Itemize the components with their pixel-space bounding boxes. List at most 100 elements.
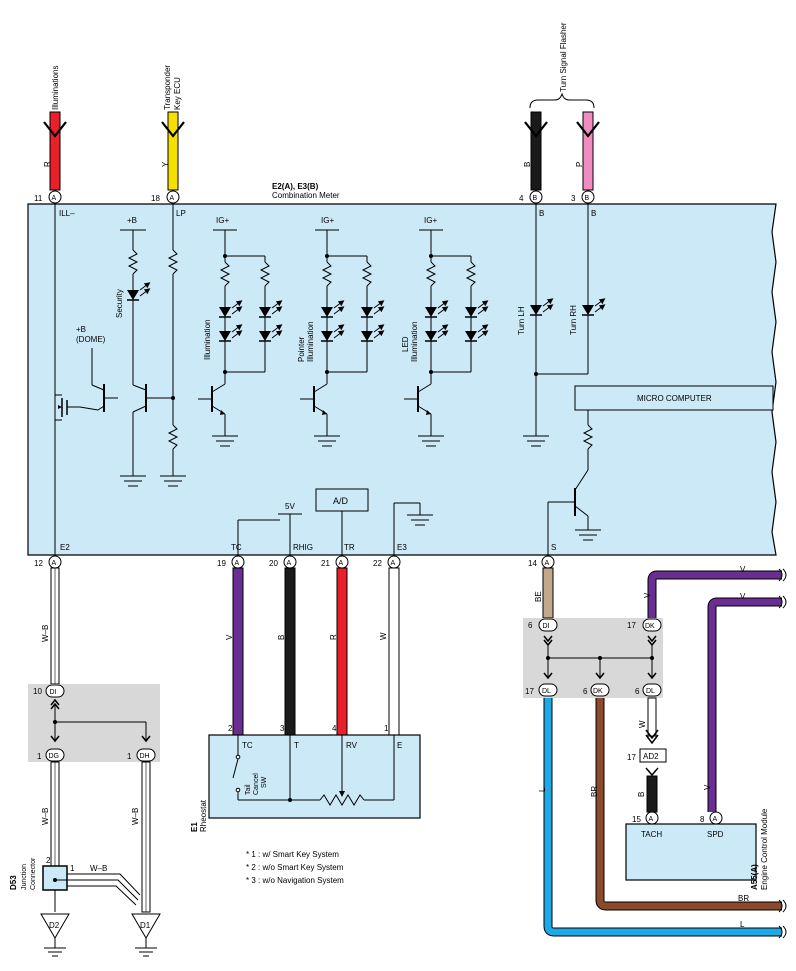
svg-text:A: A [391, 560, 396, 567]
svg-text:P: P [575, 162, 584, 167]
pin-18: 18 [151, 194, 160, 203]
svg-text:Cancel: Cancel [253, 773, 260, 795]
svg-text:Tail: Tail [245, 784, 252, 795]
svg-text:1: 1 [70, 864, 75, 873]
svg-text:BE: BE [534, 591, 543, 602]
svg-text:RV: RV [346, 741, 358, 750]
svg-text:6: 6 [528, 621, 533, 630]
svg-text:A: A [235, 560, 240, 567]
led-group-pointer [300, 229, 385, 447]
rheostat: TC T RV E Tail Cancel SW E1 Rheostat [190, 734, 421, 832]
key-ecu-label: Key ECU [173, 77, 182, 110]
svg-text:6: 6 [583, 687, 588, 696]
svg-text:A: A [713, 816, 718, 823]
junction-left: 10 DI 1 DG 1 DH [28, 684, 160, 762]
svg-text:V: V [740, 565, 746, 574]
svg-text:19: 19 [217, 559, 226, 568]
wire-code-y: Y [161, 161, 170, 167]
svg-text:2: 2 [46, 856, 51, 865]
svg-text:D1: D1 [140, 921, 151, 930]
svg-text:A: A [170, 195, 175, 202]
svg-text:B: B [533, 195, 538, 202]
svg-text:10: 10 [33, 687, 42, 696]
turn-signal-flasher-bracket: Turn Signal Flasher [529, 22, 595, 109]
svg-text:TACH: TACH [641, 830, 662, 839]
led-group-led [404, 229, 489, 447]
transponder-label: Transponder [163, 65, 172, 110]
svg-text:Junction: Junction [21, 864, 28, 890]
svg-text:2: 2 [228, 724, 233, 733]
pin-11: 11 [34, 194, 43, 203]
wire-code-r: R [43, 161, 52, 167]
svg-text:DI: DI [543, 623, 550, 630]
footnotes: * 1 : w/ Smart Key System * 2 : w/o Smar… [246, 850, 344, 885]
svg-text:5V: 5V [285, 502, 295, 511]
svg-text:Security: Security [115, 289, 124, 318]
junction-right: 6 DI 17 DK 17 DL 6 DK 6 DL [523, 618, 663, 698]
svg-text:W–B: W–B [131, 808, 140, 825]
svg-text:B: B [591, 209, 596, 218]
svg-text:DH: DH [140, 753, 150, 760]
ad-label: A/D [333, 496, 349, 506]
svg-text:DL: DL [646, 688, 655, 695]
ground-d1: D1 [131, 913, 161, 957]
top-wire-p: P 3 B [571, 111, 600, 204]
ground-d2: D2 [40, 913, 70, 957]
svg-text:A55(A): A55(A) [750, 864, 759, 890]
wire-be: BE [534, 567, 554, 619]
svg-text:A: A [52, 560, 57, 567]
svg-text:B: B [585, 195, 590, 202]
svg-text:IG+: IG+ [216, 216, 229, 225]
combination-meter: E2(A), E3(B) Combination Meter ILL– LP B… [27, 182, 777, 557]
svg-text:Rheostat: Rheostat [199, 799, 208, 832]
svg-text:21: 21 [321, 559, 330, 568]
svg-text:B: B [523, 162, 532, 167]
svg-text:E1: E1 [190, 822, 199, 832]
wire-e2-wb: W–B [41, 567, 60, 685]
conn-a-11: A [52, 195, 57, 202]
top-wire-transponder: Transponder Key ECU Y 18 A [151, 65, 185, 204]
svg-text:B: B [539, 209, 544, 218]
svg-text:(DOME): (DOME) [76, 335, 106, 344]
svg-text:+B: +B [127, 216, 137, 225]
wire-br: BR BR [590, 698, 787, 913]
svg-text:Illumination: Illumination [306, 322, 315, 362]
d53-junction-connector: D53 Junction Connector 2 [9, 856, 68, 912]
svg-text:BR: BR [590, 786, 599, 797]
svg-text:V: V [225, 634, 234, 640]
svg-text:1: 1 [384, 724, 389, 733]
svg-text:B: B [637, 792, 646, 797]
turn-signal-flasher-label: Turn Signal Flasher [559, 22, 568, 92]
led-group-illumination [198, 229, 283, 447]
svg-text:Turn LH: Turn LH [517, 306, 526, 335]
illuminations-label: Illuminations [51, 66, 60, 110]
svg-text:6: 6 [635, 687, 640, 696]
svg-text:DL: DL [542, 688, 551, 695]
meter-code: E2(A), E3(B) [272, 182, 319, 191]
svg-text:22: 22 [373, 559, 382, 568]
wire-w-ad2: W 17 AD2 B [627, 697, 667, 813]
svg-text:BR: BR [738, 894, 749, 903]
svg-text:V: V [703, 784, 712, 790]
svg-text:ILL–: ILL– [59, 209, 75, 218]
wires-to-grounds: W–B W–B W–B 1 [41, 761, 151, 913]
top-wire-b: B 4 B [519, 111, 548, 204]
svg-text:TC: TC [242, 741, 253, 750]
svg-text:AD2: AD2 [643, 752, 659, 761]
top-wire-illuminations: Illuminations R 11 A [34, 66, 67, 204]
svg-text:E: E [397, 741, 402, 750]
svg-text:14: 14 [528, 559, 537, 568]
svg-text:E3: E3 [397, 543, 407, 552]
micro-computer-label: MICRO COMPUTER [637, 394, 712, 403]
svg-text:17: 17 [525, 687, 534, 696]
bottom-pins: 12 A 19 A 20 A 21 A 22 A 14 A [34, 555, 555, 569]
note-2: * 2 : w/o Smart Key System [246, 863, 344, 872]
engine-control-module: 15 A 8 A TACH SPD A55(A) Engine Control … [625, 808, 769, 890]
svg-text:3: 3 [571, 194, 576, 203]
svg-text:3: 3 [280, 724, 285, 733]
svg-text:Illumination: Illumination [410, 322, 419, 362]
svg-text:17: 17 [627, 753, 636, 762]
svg-text:A: A [339, 560, 344, 567]
svg-text:SPD: SPD [707, 830, 724, 839]
